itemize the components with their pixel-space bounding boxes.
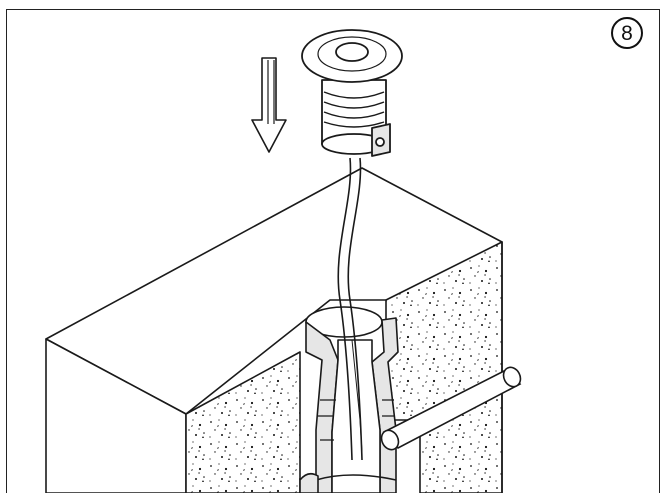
- cable-right: [347, 157, 363, 461]
- pipe-clip: [299, 472, 319, 493]
- pipe-end: [502, 366, 522, 388]
- power-cable: [337, 157, 363, 461]
- mounting-sleeve: [305, 306, 399, 493]
- fixture-lens: [335, 42, 369, 62]
- block-left-face: [45, 338, 187, 493]
- fixture-fins: [323, 91, 385, 128]
- cable-shadow: [351, 339, 363, 453]
- pipe-mouth: [380, 429, 400, 451]
- sleeve-left-wall: [305, 321, 339, 493]
- step-number-badge: 8: [611, 17, 643, 49]
- spot-light-fixture: [301, 29, 403, 157]
- panel-frame: [6, 9, 660, 493]
- sleeve-inner: [331, 339, 381, 493]
- block-cut-face: [185, 351, 301, 493]
- cable-left: [337, 157, 353, 461]
- concrete-block: [45, 167, 503, 493]
- sleeve-ridges: [318, 399, 394, 441]
- down-arrow-icon: [251, 57, 287, 153]
- conduit-pipe: [299, 366, 522, 493]
- bottom-arc: [315, 474, 397, 481]
- fixture-screw: [375, 137, 385, 147]
